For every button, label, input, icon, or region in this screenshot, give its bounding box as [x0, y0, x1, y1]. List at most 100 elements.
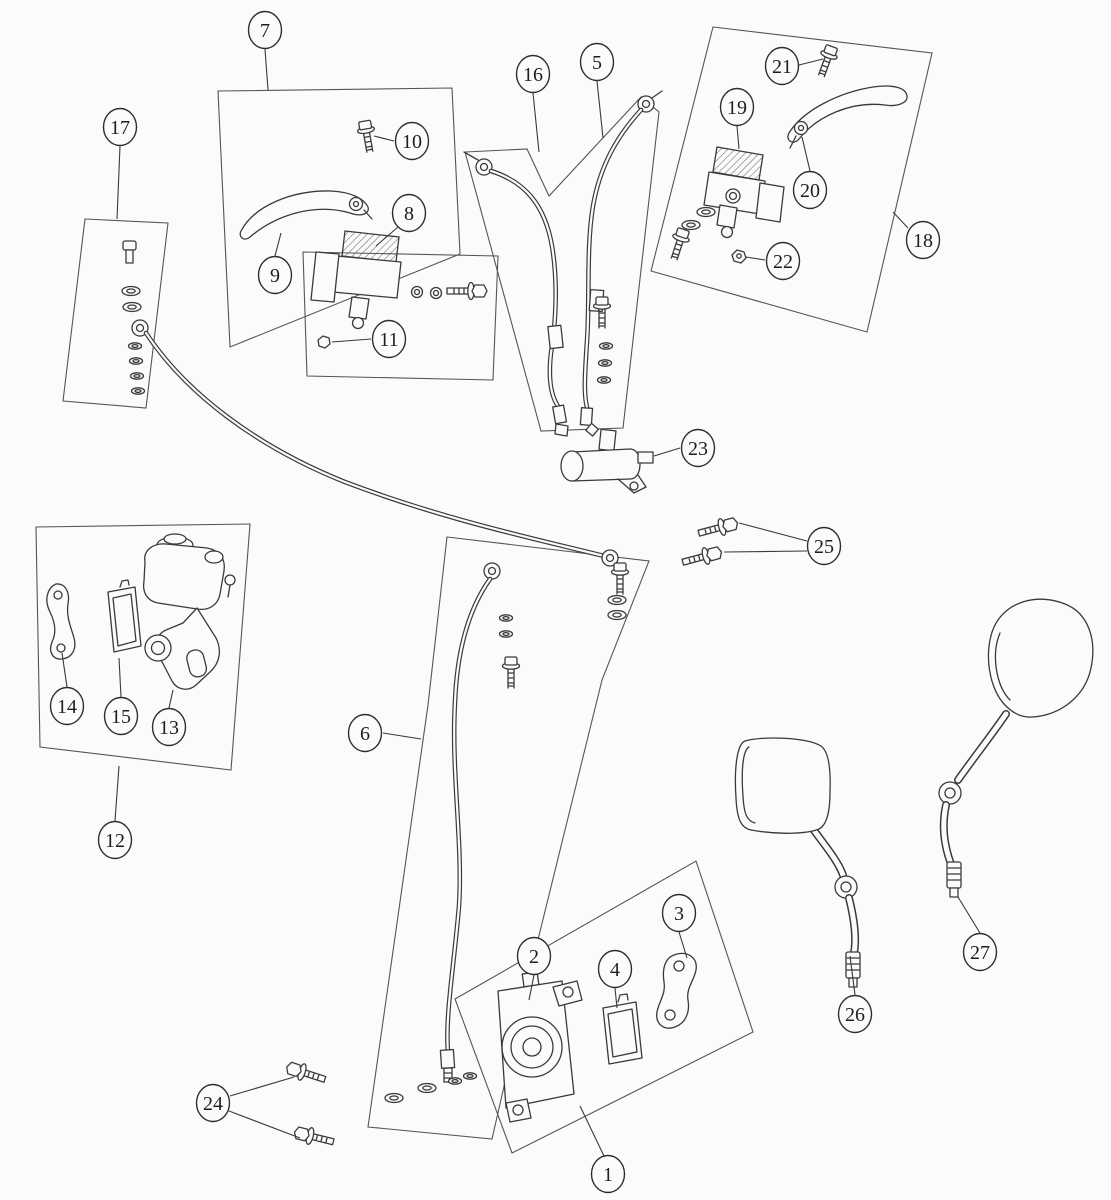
- callout-25: 25: [806, 526, 842, 566]
- leader-line-9: [274, 232, 282, 257]
- leader-line-4: [614, 987, 618, 1009]
- callout-circle: [103, 696, 139, 736]
- callout-12: 12: [97, 820, 133, 860]
- part-banjo-bolt-6: [610, 562, 630, 595]
- o-ring-icon: [498, 630, 514, 638]
- part-washers-6-top: [607, 594, 627, 621]
- part-brake-hose-5: [579, 90, 663, 427]
- leader-line-25b: [723, 550, 808, 553]
- callout-8: 8: [391, 193, 427, 233]
- callout-7: 7: [247, 10, 283, 50]
- leader-line-6: [382, 732, 422, 740]
- o-ring-icon: [127, 342, 143, 350]
- leader-line-3: [678, 931, 688, 959]
- part-nut-11: [317, 335, 331, 349]
- group-outline-1: [454, 860, 754, 1154]
- callout-4: 4: [597, 949, 633, 989]
- group-outline-12: [35, 523, 251, 771]
- callout-19: 19: [719, 87, 755, 127]
- part-brake-hose-6: [439, 562, 501, 1083]
- leader-line-11: [331, 338, 372, 343]
- part-bolt-24b: [291, 1123, 336, 1151]
- leader-line-24a: [229, 1076, 295, 1097]
- part-bracket-14: [46, 583, 76, 660]
- callout-26: 26: [837, 994, 873, 1034]
- callout-number: 22: [773, 251, 793, 273]
- washer-icon: [121, 285, 141, 297]
- washer-icon: [384, 1092, 404, 1104]
- leader-line-17: [116, 145, 121, 220]
- leader-line-14: [61, 652, 68, 688]
- part-brake-hose-16: [463, 151, 569, 437]
- part-master-cylinder-19: [703, 146, 785, 239]
- callout-number: 21: [772, 56, 792, 78]
- callout-circle: [49, 686, 85, 726]
- callout-circle: [102, 107, 138, 147]
- callout-22: 22: [765, 241, 801, 281]
- leader-lines: [61, 48, 981, 1157]
- callout-circle: [516, 936, 552, 976]
- leader-line-26: [849, 955, 856, 996]
- leader-line-10: [373, 135, 395, 142]
- banjo-bolt-icon: [665, 226, 693, 263]
- callout-number: 1: [603, 1164, 613, 1186]
- leader-line-1: [579, 1105, 605, 1157]
- group-outline-7a: [217, 87, 461, 348]
- washer-icon: [607, 594, 627, 606]
- callout-circle: [247, 10, 283, 50]
- callout-circle: [97, 820, 133, 860]
- callout-6: 6: [347, 713, 383, 753]
- callout-27: 27: [962, 932, 998, 972]
- part-fittings-group-17: [121, 240, 146, 395]
- callout-circle: [765, 241, 801, 281]
- bolt-icon: [679, 542, 725, 572]
- callout-circle: [597, 949, 633, 989]
- leader-line-2: [528, 974, 535, 1001]
- callout-21: 21: [764, 46, 800, 86]
- leader-line-12: [114, 765, 120, 822]
- washer-icon: [122, 301, 142, 313]
- callout-number: 16: [523, 64, 543, 86]
- part-brake-caliper-2: [497, 961, 583, 1123]
- callout-circle: [371, 319, 407, 359]
- o-ring-icon: [447, 1077, 463, 1085]
- part-bolt-24a: [283, 1058, 329, 1089]
- leader-line-15: [118, 657, 122, 698]
- washer-icon: [681, 219, 701, 231]
- part-bolt-25b: [679, 542, 725, 572]
- callout-circle: [905, 220, 941, 260]
- part-junction-valve-23: [560, 422, 654, 494]
- callout-3: 3: [661, 893, 697, 933]
- callout-circle: [195, 1083, 231, 1123]
- callout-circle: [661, 893, 697, 933]
- callout-9: 9: [257, 255, 293, 295]
- o-ring-icon: [128, 357, 144, 365]
- bolt-icon: [695, 513, 741, 543]
- callout-circle: [764, 46, 800, 86]
- callout-23: 23: [680, 428, 716, 468]
- callout-20: 20: [792, 170, 828, 210]
- callout-11: 11: [371, 319, 407, 359]
- leader-line-13: [168, 689, 174, 709]
- callout-5: 5: [579, 42, 615, 82]
- bolt-icon: [501, 656, 521, 689]
- leader-line-27: [957, 896, 981, 934]
- callout-number: 9: [270, 265, 280, 287]
- washer-icon: [696, 206, 716, 218]
- o-ring-icon: [129, 372, 145, 380]
- callout-10: 10: [394, 121, 430, 161]
- part-washers-6-bottom: [384, 1072, 478, 1104]
- bolt-icon: [283, 1058, 329, 1089]
- callout-circle: [347, 713, 383, 753]
- callout-circle: [837, 994, 873, 1034]
- group-outline-17: [62, 218, 169, 409]
- callout-circle: [680, 428, 716, 468]
- o-ring-icon: [596, 376, 612, 384]
- leader-line-5: [596, 80, 604, 139]
- o-ring-icon: [597, 359, 613, 367]
- part-master-cylinder-8: [310, 230, 488, 330]
- leader-line-25a: [738, 522, 808, 542]
- callouts: 1 2 3 4 5 6 7 8 9 10 11 12 13 14 15 16 1…: [49, 10, 998, 1194]
- group-outline-18: [650, 26, 933, 333]
